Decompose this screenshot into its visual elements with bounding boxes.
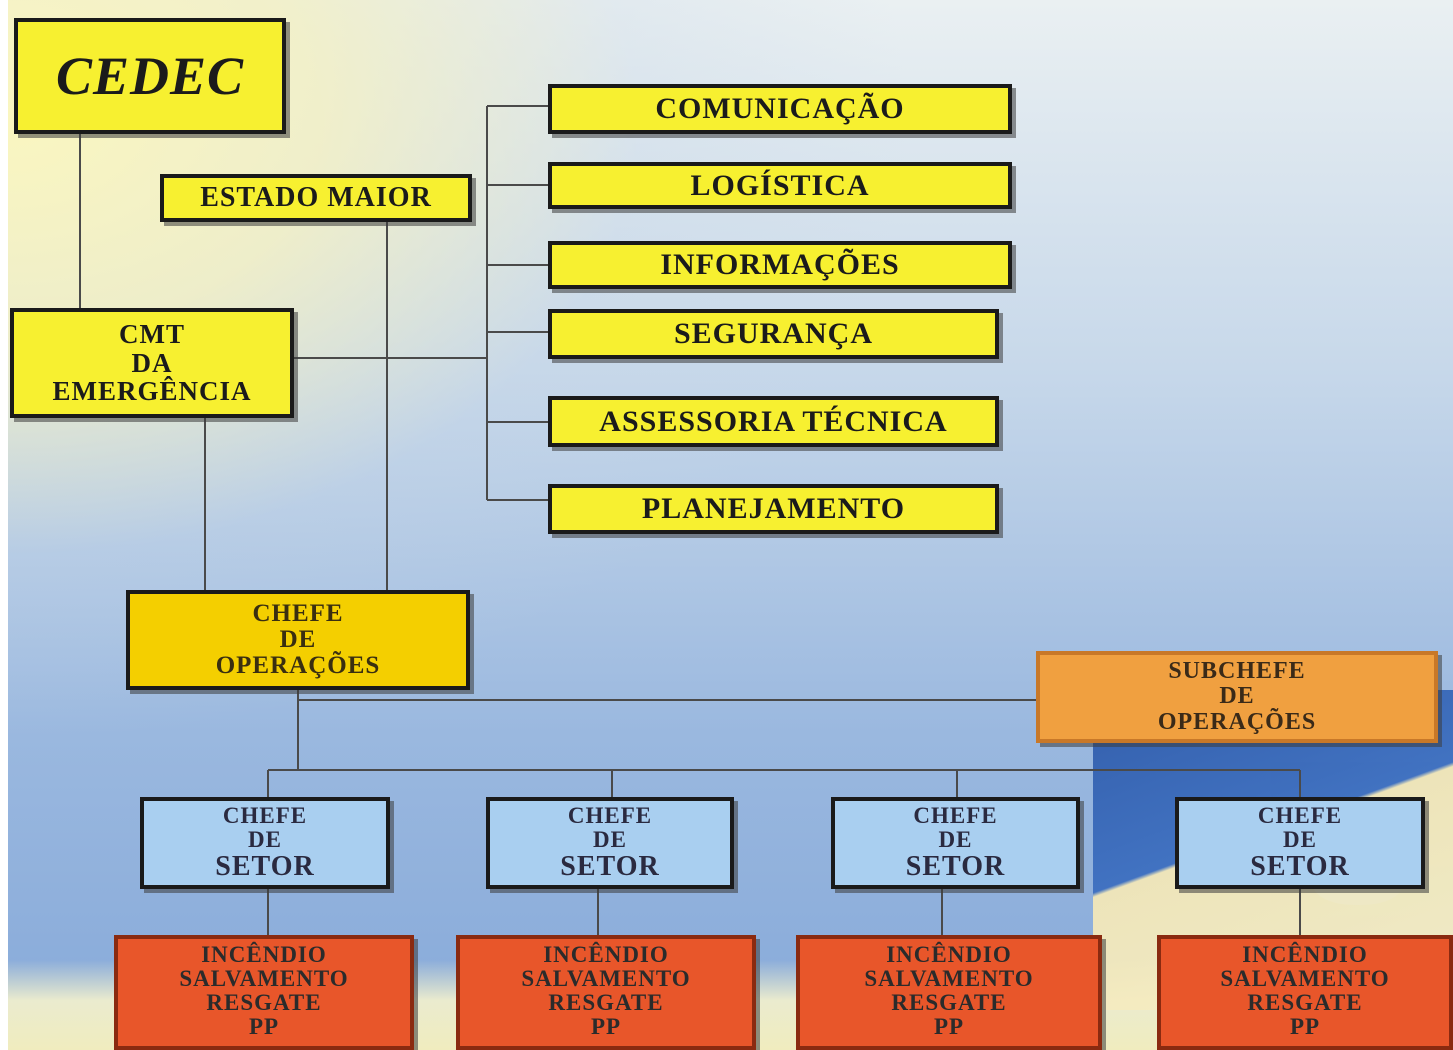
cmt-line-3: EMERGÊNCIA bbox=[52, 376, 252, 407]
subchefe-line-2: DE bbox=[1219, 683, 1255, 710]
setor-3-line-3: SETOR bbox=[905, 851, 1006, 883]
staff-assessoria-tecnica-label: ASSESSORIA TÉCNICA bbox=[599, 404, 948, 438]
field-4-line-3: RESGATE bbox=[1247, 990, 1363, 1016]
field-unit-box-4: INCÊNDIO SALVAMENTO RESGATE PP bbox=[1157, 935, 1453, 1050]
setor-2-line-2: DE bbox=[593, 827, 627, 853]
setor-4-line-3: SETOR bbox=[1250, 851, 1350, 883]
chefe-setor-box-3: CHEFE DE SETOR bbox=[831, 797, 1080, 889]
chefe-operacoes-box: CHEFE DE OPERAÇÕES bbox=[126, 590, 470, 690]
field-2-line-4: PP bbox=[590, 1014, 622, 1040]
chefe-ops-line-3: OPERAÇÕES bbox=[215, 652, 381, 680]
field-3-line-1: INCÊNDIO bbox=[886, 942, 1012, 967]
field-2-line-1: INCÊNDIO bbox=[543, 942, 669, 967]
setor-2-line-3: SETOR bbox=[560, 851, 660, 883]
setor-4-line-1: CHEFE bbox=[1257, 803, 1343, 829]
field-4-line-1: INCÊNDIO bbox=[1242, 942, 1368, 967]
cmt-line-2: DA bbox=[131, 347, 173, 378]
chefe-setor-box-4: CHEFE DE SETOR bbox=[1175, 797, 1425, 889]
field-2-line-3: RESGATE bbox=[548, 990, 664, 1016]
setor-2-line-1: CHEFE bbox=[567, 803, 653, 829]
cmt-emergencia-box: CMT DA EMERGÊNCIA bbox=[10, 308, 294, 418]
field-1-line-2: SALVAMENTO bbox=[179, 966, 349, 992]
setor-1-line-2: DE bbox=[248, 827, 282, 853]
subchefe-operacoes-box: SUBCHEFE DE OPERAÇÕES bbox=[1036, 651, 1438, 743]
staff-planejamento-label: PLANEJAMENTO bbox=[641, 492, 906, 525]
chefe-ops-line-2: DE bbox=[279, 625, 317, 653]
staff-assessoria-tecnica-box: ASSESSORIA TÉCNICA bbox=[548, 396, 999, 447]
chefe-ops-line-1: CHEFE bbox=[252, 599, 344, 627]
subchefe-line-1: SUBCHEFE bbox=[1168, 658, 1306, 685]
estado-maior-box: ESTADO MAIOR bbox=[160, 174, 472, 222]
field-1-line-1: INCÊNDIO bbox=[201, 942, 327, 967]
field-unit-box-1: INCÊNDIO SALVAMENTO RESGATE PP bbox=[114, 935, 414, 1050]
field-3-line-3: RESGATE bbox=[891, 990, 1007, 1016]
cedec-box: CEDEC bbox=[14, 18, 286, 134]
staff-seguranca-box: SEGURANÇA bbox=[548, 309, 999, 359]
setor-3-line-1: CHEFE bbox=[913, 803, 998, 829]
setor-1-line-3: SETOR bbox=[215, 851, 315, 883]
staff-logistica-box: LOGÍSTICA bbox=[548, 162, 1012, 209]
staff-comunicacao-box: COMUNICAÇÃO bbox=[548, 84, 1012, 134]
estado-maior-label: ESTADO MAIOR bbox=[200, 182, 432, 213]
staff-seguranca-label: SEGURANÇA bbox=[673, 317, 874, 350]
setor-4-line-2: DE bbox=[1283, 827, 1317, 853]
field-2-line-2: SALVAMENTO bbox=[521, 966, 691, 992]
field-4-line-2: SALVAMENTO bbox=[1220, 966, 1390, 992]
staff-informacoes-label: INFORMAÇÕES bbox=[660, 248, 900, 281]
setor-3-line-2: DE bbox=[938, 827, 973, 853]
staff-informacoes-box: INFORMAÇÕES bbox=[548, 241, 1012, 289]
field-1-line-4: PP bbox=[248, 1014, 280, 1040]
staff-logistica-label: LOGÍSTICA bbox=[690, 168, 870, 202]
staff-comunicacao-label: COMUNICAÇÃO bbox=[655, 92, 905, 125]
field-3-line-2: SALVAMENTO bbox=[864, 966, 1034, 992]
chefe-setor-box-2: CHEFE DE SETOR bbox=[486, 797, 734, 889]
cmt-line-1: CMT bbox=[119, 319, 185, 350]
subchefe-line-3: OPERAÇÕES bbox=[1157, 708, 1317, 735]
field-1-line-3: RESGATE bbox=[206, 990, 322, 1016]
field-4-line-4: PP bbox=[1289, 1014, 1321, 1040]
chefe-setor-box-1: CHEFE DE SETOR bbox=[140, 797, 390, 889]
field-unit-box-2: INCÊNDIO SALVAMENTO RESGATE PP bbox=[456, 935, 756, 1050]
field-3-line-4: PP bbox=[933, 1014, 965, 1040]
field-unit-box-3: INCÊNDIO SALVAMENTO RESGATE PP bbox=[796, 935, 1102, 1050]
staff-planejamento-box: PLANEJAMENTO bbox=[548, 484, 999, 534]
setor-1-line-1: CHEFE bbox=[222, 803, 308, 829]
cedec-label: CEDEC bbox=[55, 46, 245, 106]
